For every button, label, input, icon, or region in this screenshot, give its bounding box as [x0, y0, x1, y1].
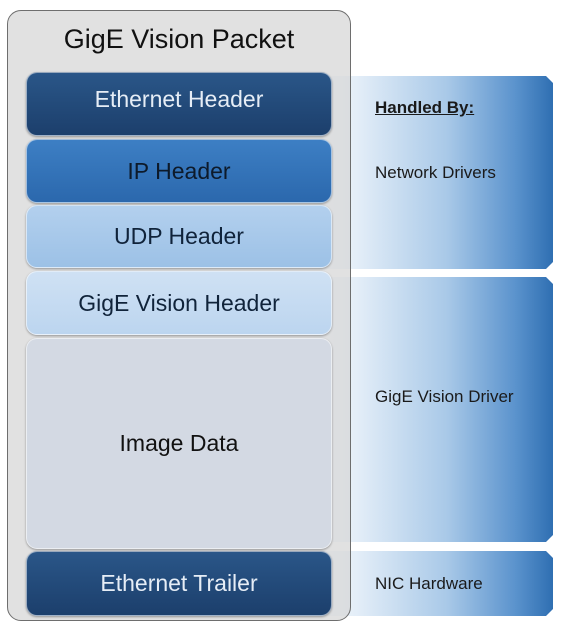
handler-label-network-drivers: Network Drivers	[375, 163, 496, 182]
handled-by-heading: Handled By:	[375, 98, 475, 117]
layer-image-data: Image Data	[26, 338, 332, 549]
handler-label-nic-hardware: NIC Hardware	[375, 574, 483, 593]
layer-label: GigE Vision Header	[78, 289, 280, 316]
layer-label: UDP Header	[114, 223, 244, 249]
layer-label: Ethernet Header	[94, 86, 264, 112]
layer-gige-vision-header: GigE Vision Header	[26, 271, 332, 335]
layer-ip-header: IP Header	[26, 139, 332, 203]
packet-title: GigE Vision Packet	[63, 24, 295, 54]
layer-label: Image Data	[119, 430, 239, 456]
layer-udp-header: UDP Header	[26, 205, 332, 268]
layer-label: Ethernet Trailer	[100, 570, 258, 596]
layer-ethernet-header: Ethernet Header	[26, 72, 332, 136]
layer-label: IP Header	[127, 157, 231, 184]
layer-ethernet-trailer: Ethernet Trailer	[26, 551, 332, 616]
handler-label-gige-vision-driver: GigE Vision Driver	[375, 387, 514, 406]
